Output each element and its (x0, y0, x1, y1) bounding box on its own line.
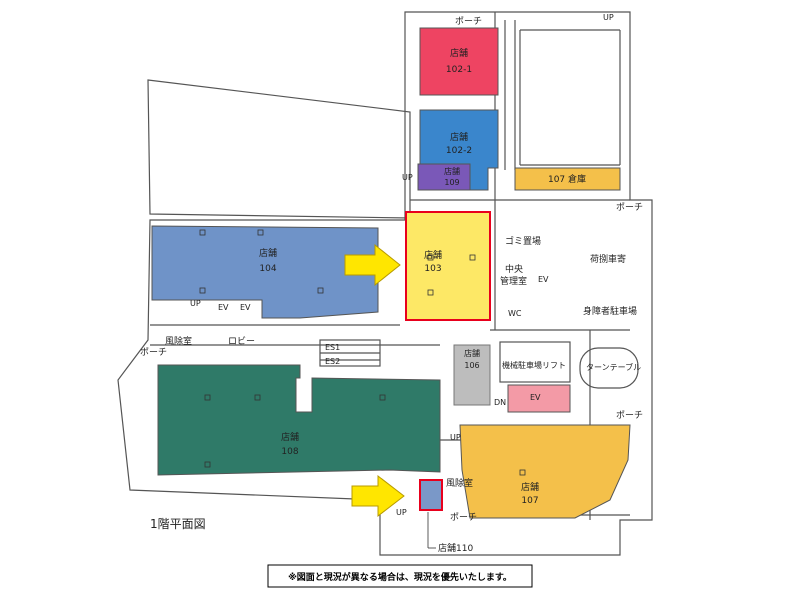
es2-label: ES2 (325, 357, 340, 366)
store-107-zone[interactable] (459, 424, 631, 519)
store-110-zone[interactable] (419, 479, 443, 511)
up-label-3: UP (603, 13, 614, 22)
store-103-label: 店舗 (424, 249, 442, 261)
windbreak-label-bottom: 風除室 (446, 477, 473, 489)
store-102-1-zone[interactable] (419, 27, 499, 96)
mech-parking-label: 機械駐車場リフト (502, 360, 566, 370)
central-label: 中央 (505, 263, 523, 275)
warehouse-107-zone[interactable] (514, 167, 621, 191)
arrow-to-store-103 (344, 243, 401, 287)
turntable-label: ターンテーブル (586, 362, 641, 372)
up-label-4: UP (396, 508, 407, 517)
porch-label-lower-right: ポーチ (616, 410, 643, 421)
ev-label-1: EV (218, 303, 229, 312)
store-106-label: 店舗 (464, 348, 480, 358)
lobby-label: ロビー (228, 336, 255, 347)
arrow-to-store-110 (351, 474, 405, 518)
store-107-number: 107 (521, 496, 538, 506)
ev-label-4: EV (530, 393, 541, 402)
mgmt-label: 管理室 (500, 275, 527, 287)
up-label-5: UP (450, 433, 461, 442)
columns (199, 229, 526, 476)
store-106-zone[interactable] (453, 344, 491, 406)
note-box (267, 564, 533, 588)
disclaimer-note: ※図面と現況が異なる場合は、現況を優先いたします。 (288, 571, 512, 583)
up-label-2: UP (402, 173, 413, 182)
store-104-label: 店舗 (259, 247, 277, 259)
porch-label-left: ポーチ (140, 347, 167, 358)
up-label-1: UP (190, 299, 201, 308)
garbage-label: ゴミ置場 (505, 235, 541, 247)
store-108-zone[interactable] (157, 364, 441, 476)
store-109-zone[interactable] (417, 163, 471, 191)
dn-label: DN (494, 398, 506, 407)
store-109-label: 店舗 (444, 166, 460, 176)
porch-label-right: ポーチ (616, 202, 643, 213)
store-108-label: 店舗 (281, 431, 299, 443)
loading-label: 荷捌車寄 (590, 253, 626, 265)
ev-pink-zone (507, 384, 571, 413)
es1-label: ES1 (325, 343, 340, 352)
porch-label-bottom: ポーチ (450, 512, 477, 523)
store-103-zone[interactable] (405, 211, 491, 321)
store-108-number: 108 (281, 447, 298, 457)
store-102-2-label: 店舗 (450, 131, 468, 143)
ev-label-3: EV (538, 275, 549, 284)
store-104-number: 104 (259, 264, 276, 274)
windbreak-label-left: 風除室 (165, 335, 192, 347)
warehouse-label: 107 倉庫 (548, 173, 586, 185)
store-106-number: 106 (464, 361, 479, 370)
store-102-1-label: 店舗 (450, 47, 468, 59)
store-102-1-number: 102-1 (446, 65, 472, 75)
ev-label-2: EV (240, 303, 251, 312)
store-103-number: 103 (424, 264, 441, 274)
store-107-label: 店舗 (521, 481, 539, 493)
porch-label-top: ポーチ (455, 16, 482, 27)
floor-plan-title: 1階平面図 (150, 516, 206, 531)
wc-label: WC (508, 309, 522, 318)
store-104-zone[interactable] (151, 225, 379, 319)
store-110-label: 店舗110 (438, 542, 473, 554)
store-102-2-number: 102-2 (446, 146, 472, 156)
store-109-number: 109 (444, 178, 459, 187)
disabled-parking-label: 身障者駐車場 (583, 305, 637, 317)
